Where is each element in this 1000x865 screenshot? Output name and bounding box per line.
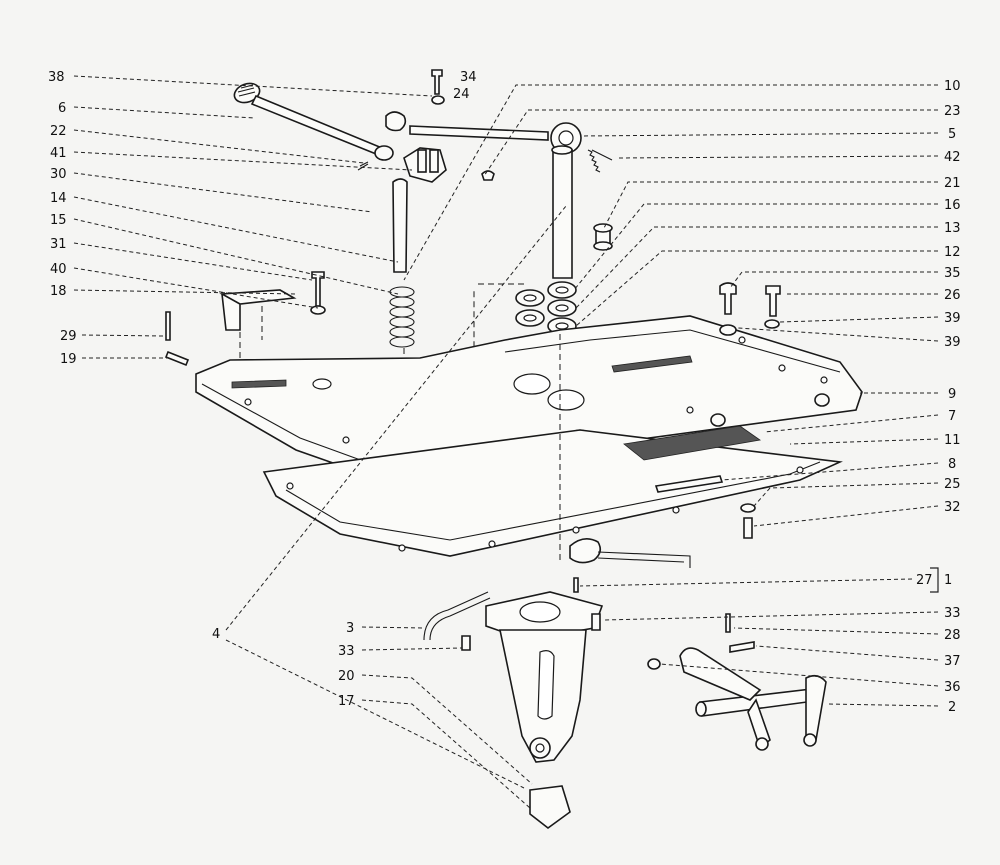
bracket-18 [219, 289, 297, 331]
lever-2 [805, 674, 827, 741]
pin-29 [165, 311, 171, 341]
screw-33-left [461, 635, 471, 651]
callout-19: 19 [60, 352, 77, 367]
callout-39-lower: 39 [944, 335, 961, 350]
washer-39 [764, 319, 780, 329]
gear-lever-knob [233, 82, 261, 104]
callout-31: 31 [50, 237, 67, 252]
callout-13: 13 [944, 221, 961, 236]
strip-8 [654, 475, 724, 493]
callout-24: 24 [453, 87, 470, 102]
callout-9: 9 [948, 387, 956, 402]
washer-36 [647, 658, 661, 670]
flange-top [569, 538, 602, 564]
shift-tower-housing [485, 591, 604, 830]
callout-34: 34 [460, 70, 477, 85]
callout-3: 3 [346, 621, 354, 636]
callout-11: 11 [944, 433, 961, 448]
callout-25: 25 [944, 477, 961, 492]
callout-28: 28 [944, 628, 961, 643]
bolt-35 [719, 282, 737, 315]
clip-23 [481, 170, 495, 181]
exploded-assembly [164, 69, 863, 830]
cross-shaft-2 [699, 687, 823, 717]
callout-41: 41 [50, 146, 67, 161]
callout-21: 21 [944, 176, 961, 191]
callout-8: 8 [948, 457, 956, 472]
shift-rod-14 [392, 178, 408, 273]
callout-33-right: 33 [944, 606, 961, 621]
callout-4: 4 [212, 627, 220, 642]
callout-40: 40 [50, 262, 67, 277]
callout-33-left: 33 [338, 644, 355, 659]
callout-15: 15 [50, 213, 67, 228]
callout-37: 37 [944, 654, 961, 669]
callout-labels: 38 34 24 6 22 41 30 14 15 31 40 18 29 19… [48, 70, 961, 715]
callout-20: 20 [338, 669, 355, 684]
bolt-31 [311, 271, 325, 307]
gear-lever-arm [250, 94, 388, 160]
selector-rod-head [385, 111, 407, 132]
gasket-11 [262, 429, 843, 557]
callout-14: 14 [50, 191, 67, 206]
lever-36 [679, 647, 762, 701]
washer-stack [515, 281, 577, 335]
callout-39-upper: 39 [944, 311, 961, 326]
pin-28 [725, 613, 731, 633]
callout-10: 10 [944, 79, 961, 94]
callout-12: 12 [944, 245, 961, 260]
callout-26: 26 [944, 288, 961, 303]
washer-24 [431, 95, 445, 105]
bolt-26 [765, 285, 781, 317]
callout-23: 23 [944, 104, 961, 119]
callout-18: 18 [50, 284, 67, 299]
callout-30: 30 [50, 167, 67, 182]
leader-lines [73, 75, 939, 809]
callout-22: 22 [50, 124, 67, 139]
callout-1: 1 [944, 573, 952, 588]
washer-40 [310, 305, 326, 315]
callout-7: 7 [948, 409, 956, 424]
callout-bracket [930, 567, 939, 593]
callout-5: 5 [948, 127, 956, 142]
callout-36: 36 [944, 680, 961, 695]
callout-27: 27 [916, 573, 933, 588]
callout-29: 29 [60, 329, 77, 344]
selector-rod-5 [409, 125, 549, 141]
bolt-37 [729, 641, 755, 653]
lever-pivot-eye [374, 145, 394, 161]
spring-42 [587, 149, 613, 173]
pin-19 [164, 350, 190, 367]
nut-39 [719, 324, 737, 336]
coil-spring-15 [389, 286, 415, 348]
shaft-10 [552, 149, 573, 279]
callout-16: 16 [944, 198, 961, 213]
bolt-34 [431, 69, 443, 95]
callout-32: 32 [944, 500, 961, 515]
breather-tube-3 [423, 591, 491, 641]
callout-2: 2 [948, 700, 956, 715]
callout-35: 35 [944, 266, 961, 281]
callout-42: 42 [944, 150, 961, 165]
callout-38: 38 [48, 70, 65, 85]
pin-27 [573, 577, 579, 593]
screw-33-right [591, 613, 601, 631]
callout-17: 17 [338, 694, 355, 709]
bolt-32 [743, 517, 753, 539]
callout-6: 6 [58, 101, 66, 116]
mesh-screen-7 [623, 425, 762, 461]
washer-25 [740, 503, 756, 513]
